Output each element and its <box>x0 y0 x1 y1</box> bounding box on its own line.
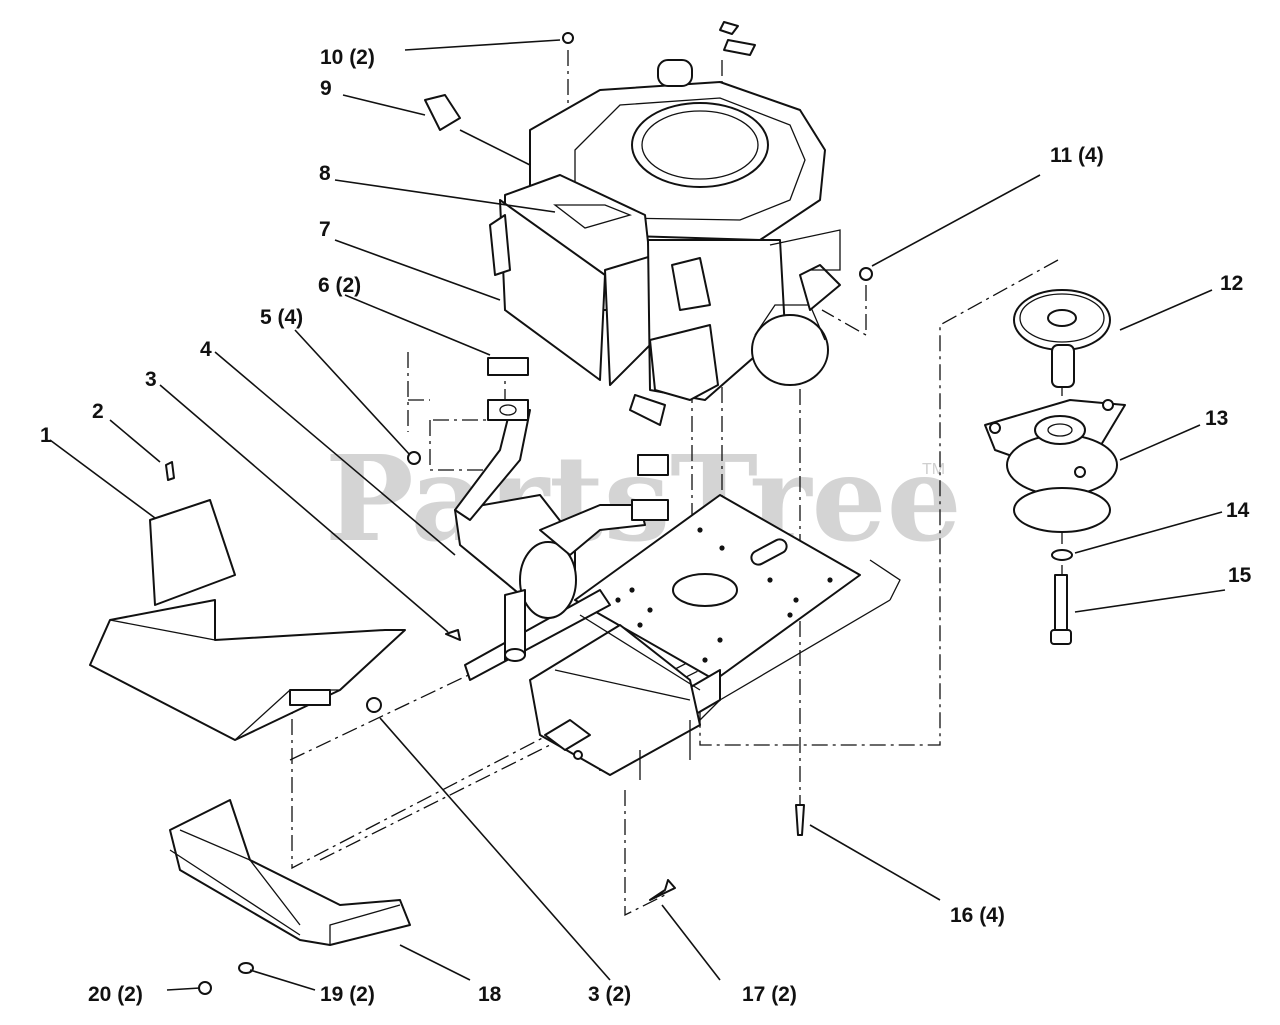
callout-16: 16 (4) <box>950 904 1005 927</box>
callout-14: 14 <box>1226 499 1250 522</box>
callout-20: 20 (2) <box>88 983 143 1006</box>
watermark: PartsTree TM <box>325 429 962 568</box>
callout-13: 13 <box>1205 407 1228 430</box>
callout-10: 10 (2) <box>320 46 375 69</box>
callout-1: 1 <box>40 424 52 447</box>
leader-lines <box>49 39 1226 991</box>
heat-shield <box>89 499 406 741</box>
callout-8: 8 <box>319 162 331 185</box>
callout-12: 12 <box>1220 272 1243 295</box>
callout-3: 3 <box>145 368 157 391</box>
callout-2: 2 <box>92 400 104 423</box>
callout-5: 5 (4) <box>260 306 303 329</box>
callout-19: 19 (2) <box>320 983 375 1006</box>
clutch-assembly <box>984 289 1126 645</box>
hardware <box>165 21 873 995</box>
callout-labels: 10 (2) 9 8 7 6 (2) 5 (4) 4 3 2 1 11 (4) … <box>40 46 1252 1006</box>
callout-17: 17 (2) <box>742 983 797 1006</box>
watermark-trademark: TM <box>922 461 945 478</box>
callout-15: 15 <box>1228 564 1252 587</box>
callout-11: 11 (4) <box>1050 144 1104 167</box>
callout-7: 7 <box>319 218 331 241</box>
callout-4: 4 <box>200 338 212 361</box>
callout-6: 6 (2) <box>318 274 361 297</box>
callout-9: 9 <box>320 77 332 100</box>
callout-3-bottom: 3 (2) <box>588 983 631 1006</box>
engine-assembly <box>489 59 841 426</box>
mounting-plate <box>464 494 901 780</box>
muffler-assembly <box>454 357 669 662</box>
callout-18: 18 <box>478 983 502 1006</box>
front-bumper <box>169 799 411 946</box>
watermark-text: PartsTree <box>325 429 962 568</box>
